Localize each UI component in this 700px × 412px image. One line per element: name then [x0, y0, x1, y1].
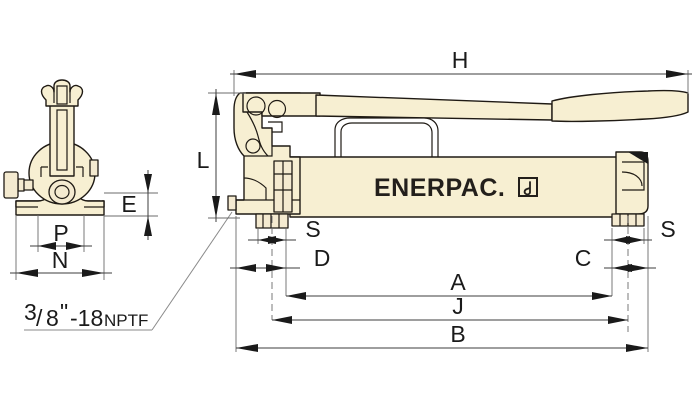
side-view-dimensions: H L S S D C	[197, 47, 692, 352]
dimension-label-J: J	[452, 293, 464, 319]
lever-grip	[551, 89, 689, 123]
dimension-label-D: D	[314, 245, 331, 271]
p-arrow-left	[38, 242, 56, 250]
c-arrow-left	[612, 264, 632, 272]
end-view-handle-grip	[40, 79, 84, 107]
end-view-valve-nut	[17, 178, 25, 192]
n-arrow-right	[82, 269, 104, 277]
c-arrow-right	[628, 264, 648, 272]
thread-pitch: -18	[70, 305, 103, 331]
enerpac-mark-glyph-icon	[523, 181, 531, 196]
lever-arm	[315, 94, 553, 121]
dimension-label-C: C	[575, 245, 592, 271]
carry-handle-inner	[340, 122, 433, 157]
thread-inch-mark: "	[60, 299, 68, 325]
dimension-label-L: L	[197, 147, 210, 173]
end-view-port-boss	[48, 179, 76, 205]
head-contour-4	[243, 177, 267, 200]
d-arrow-right	[266, 264, 286, 272]
carry-handle	[334, 117, 439, 157]
thread-slash: /	[36, 305, 43, 331]
right-end-cap-detail-2	[621, 171, 643, 187]
right-end-cap-detail-1	[622, 161, 645, 191]
left-port-block-lines	[262, 214, 280, 228]
b-arrow-right	[626, 344, 648, 352]
e-arrow-top	[144, 174, 152, 193]
valve-manifold-lines	[274, 161, 292, 212]
side-view-group	[227, 89, 689, 229]
pivot-circle-large	[246, 96, 266, 116]
head-contour-1	[246, 111, 269, 157]
s-right-arrow-2	[626, 236, 644, 244]
s-left-arrow-2	[268, 236, 286, 244]
head-contour-2	[268, 121, 283, 133]
p-arrow-right	[66, 242, 84, 250]
b-arrow-left	[236, 344, 258, 352]
thread-leader-diagonal	[151, 211, 233, 331]
l-arrow-top	[212, 93, 220, 115]
dimension-label-E: E	[121, 191, 136, 217]
right-end-cap	[615, 151, 649, 215]
dimension-label-S-right: S	[660, 216, 675, 242]
dimension-label-N: N	[52, 247, 69, 273]
end-view-group	[3, 79, 105, 216]
enerpac-boxed-mark-icon	[518, 177, 538, 197]
brand-group: ENERPAC.	[374, 174, 538, 202]
end-view-bracket-marks	[40, 166, 84, 177]
dimension-label-S-left: S	[305, 216, 320, 242]
release-valve-stub	[227, 195, 237, 211]
d-arrow-left	[236, 264, 256, 272]
end-view-handle-shaft-inner	[56, 109, 68, 171]
pivot-circle-medium	[267, 99, 287, 119]
thread-standard: NPTF	[104, 311, 148, 330]
pivot-circle-small	[245, 138, 261, 154]
thread-denominator: 8	[46, 305, 59, 331]
dimension-label-H: H	[452, 47, 469, 73]
head-contour-3	[244, 146, 273, 157]
end-view-handle-grip-top-line	[53, 88, 71, 103]
dimension-label-A: A	[450, 269, 466, 295]
e-arrow-bottom	[144, 216, 152, 236]
h-arrow-left	[234, 70, 256, 78]
dimension-label-B: B	[450, 321, 465, 347]
pump-head-top	[242, 92, 321, 117]
l-arrow-bottom	[212, 196, 220, 218]
n-arrow-left	[16, 269, 38, 277]
end-view-port-bore	[54, 184, 70, 200]
j-arrow-right	[608, 316, 628, 324]
brand-wordmark: ENERPAC.	[374, 174, 505, 202]
a-arrow-right	[592, 292, 612, 300]
end-view-handle-shaft	[49, 103, 75, 177]
end-view-dimensions: E P N	[10, 170, 158, 280]
end-view-right-lug	[89, 159, 99, 177]
end-view-handle-grip-inner	[56, 85, 68, 105]
thread-numerator: 3	[24, 299, 37, 325]
end-view-release-knob	[3, 171, 19, 199]
j-arrow-left	[272, 316, 292, 324]
a-arrow-left	[286, 292, 306, 300]
h-arrow-right	[666, 70, 688, 78]
dimension-label-P: P	[53, 220, 68, 246]
right-end-cap-wedge	[628, 152, 648, 164]
s-right-arrow-1	[612, 236, 630, 244]
thread-callout-group: 3 / 8 " -18 NPTF	[24, 211, 233, 331]
